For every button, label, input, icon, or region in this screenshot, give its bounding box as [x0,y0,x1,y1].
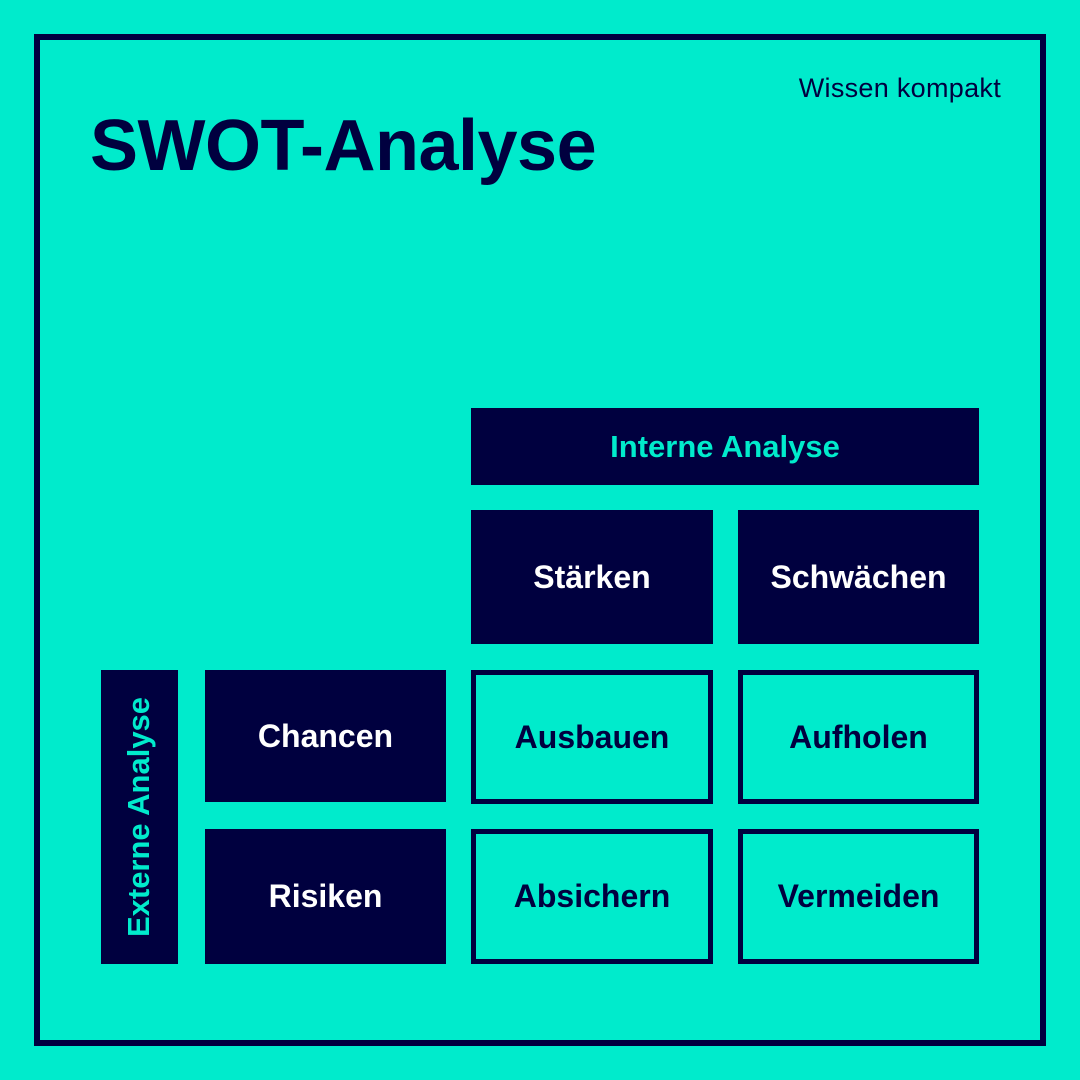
strategy-cell-expand: Ausbauen [471,670,713,804]
threats-label: Risiken [268,878,383,914]
opportunities-label: Chancen [257,717,394,754]
strategy-secure-label: Absichern [513,878,671,914]
strategy-cell-catch-up: Aufholen [738,670,979,804]
external-analysis-header: Externe Analyse [101,670,178,964]
weaknesses-label: Schwächen [770,558,947,595]
strategy-catch-up-label: Aufholen [789,718,928,755]
threats-box: Risiken [205,829,446,964]
strengths-label: Stärken [533,558,651,595]
strategy-cell-avoid: Vermeiden [738,829,979,964]
page-title: SWOT-Analyse [90,106,597,186]
opportunities-box: Chancen [205,670,446,802]
weaknesses-box: Schwächen [738,510,979,644]
strategy-cell-secure: Absichern [471,829,713,964]
strategy-expand-label: Ausbauen [514,718,670,755]
internal-analysis-label: Interne Analyse [610,428,840,464]
strategy-avoid-label: Vermeiden [777,878,940,914]
strengths-box: Stärken [471,510,713,644]
tagline: Wissen kompakt [798,73,1001,103]
external-analysis-label: Externe Analyse [121,696,157,938]
internal-analysis-header: Interne Analyse [471,408,979,485]
outer-frame [34,34,1046,1046]
